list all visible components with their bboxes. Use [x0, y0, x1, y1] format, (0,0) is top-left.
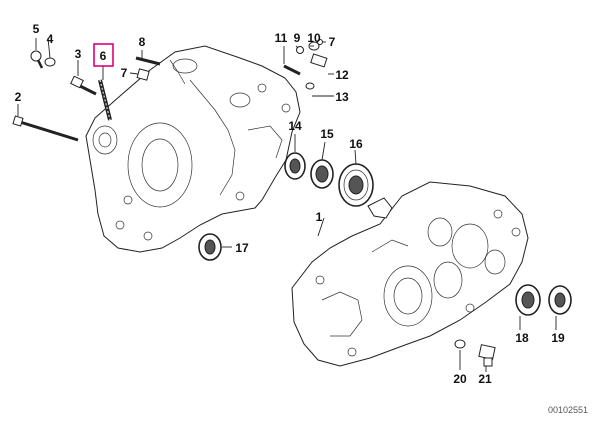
callout-10[interactable]: 10 — [307, 31, 321, 45]
bearing-16[interactable] — [338, 163, 374, 207]
callout-20[interactable]: 20 — [453, 372, 467, 386]
washer-20[interactable] — [454, 339, 466, 349]
callout-7-right[interactable]: 7 — [329, 35, 336, 49]
seal-17[interactable] — [198, 233, 222, 261]
screw-5[interactable] — [30, 50, 44, 69]
callout-1[interactable]: 1 — [316, 210, 323, 224]
callout-8[interactable]: 8 — [139, 35, 146, 49]
callout-4[interactable]: 4 — [47, 32, 54, 46]
leader-lines — [17, 37, 557, 372]
stud-8[interactable] — [135, 56, 161, 66]
stud-6[interactable] — [98, 79, 112, 121]
left-crankcase-half[interactable] — [85, 45, 301, 253]
callout-14[interactable]: 14 — [288, 119, 302, 133]
callout-6-highlight — [93, 43, 114, 67]
callout-9[interactable]: 9 — [294, 31, 301, 45]
callout-16[interactable]: 16 — [349, 137, 363, 151]
plug-21[interactable] — [478, 344, 496, 367]
seal-19[interactable] — [548, 285, 572, 315]
callouts: 5 4 2 3 6 8 7 11 9 10 7 12 13 14 15 16 1… — [15, 22, 565, 386]
washer-4[interactable] — [44, 57, 56, 67]
dowel-7-left[interactable] — [136, 68, 150, 81]
long-bolt[interactable] — [12, 115, 79, 142]
callout-2[interactable]: 2 — [15, 90, 22, 104]
seal-18[interactable] — [515, 284, 541, 316]
callout-13[interactable]: 13 — [335, 90, 349, 104]
gasket-tab[interactable] — [367, 197, 393, 219]
document-number: 00102551 — [548, 405, 588, 415]
callout-11[interactable]: 11 — [275, 31, 288, 45]
callout-18[interactable]: 18 — [515, 331, 529, 345]
callout-5[interactable]: 5 — [33, 22, 40, 36]
oil-screen-cluster[interactable] — [283, 39, 328, 90]
callout-6[interactable]: 6 — [100, 49, 107, 63]
bearing-15[interactable] — [310, 159, 334, 189]
callout-19[interactable]: 19 — [551, 331, 565, 345]
callout-7-left[interactable]: 7 — [121, 66, 128, 80]
callout-3[interactable]: 3 — [75, 47, 82, 61]
callout-17[interactable]: 17 — [235, 241, 249, 255]
bolt-3[interactable] — [70, 75, 97, 96]
callout-21[interactable]: 21 — [478, 372, 492, 386]
right-crankcase-half[interactable] — [291, 181, 529, 367]
seal-14[interactable] — [284, 152, 306, 180]
callout-15[interactable]: 15 — [320, 127, 334, 141]
callout-12[interactable]: 12 — [335, 68, 349, 82]
